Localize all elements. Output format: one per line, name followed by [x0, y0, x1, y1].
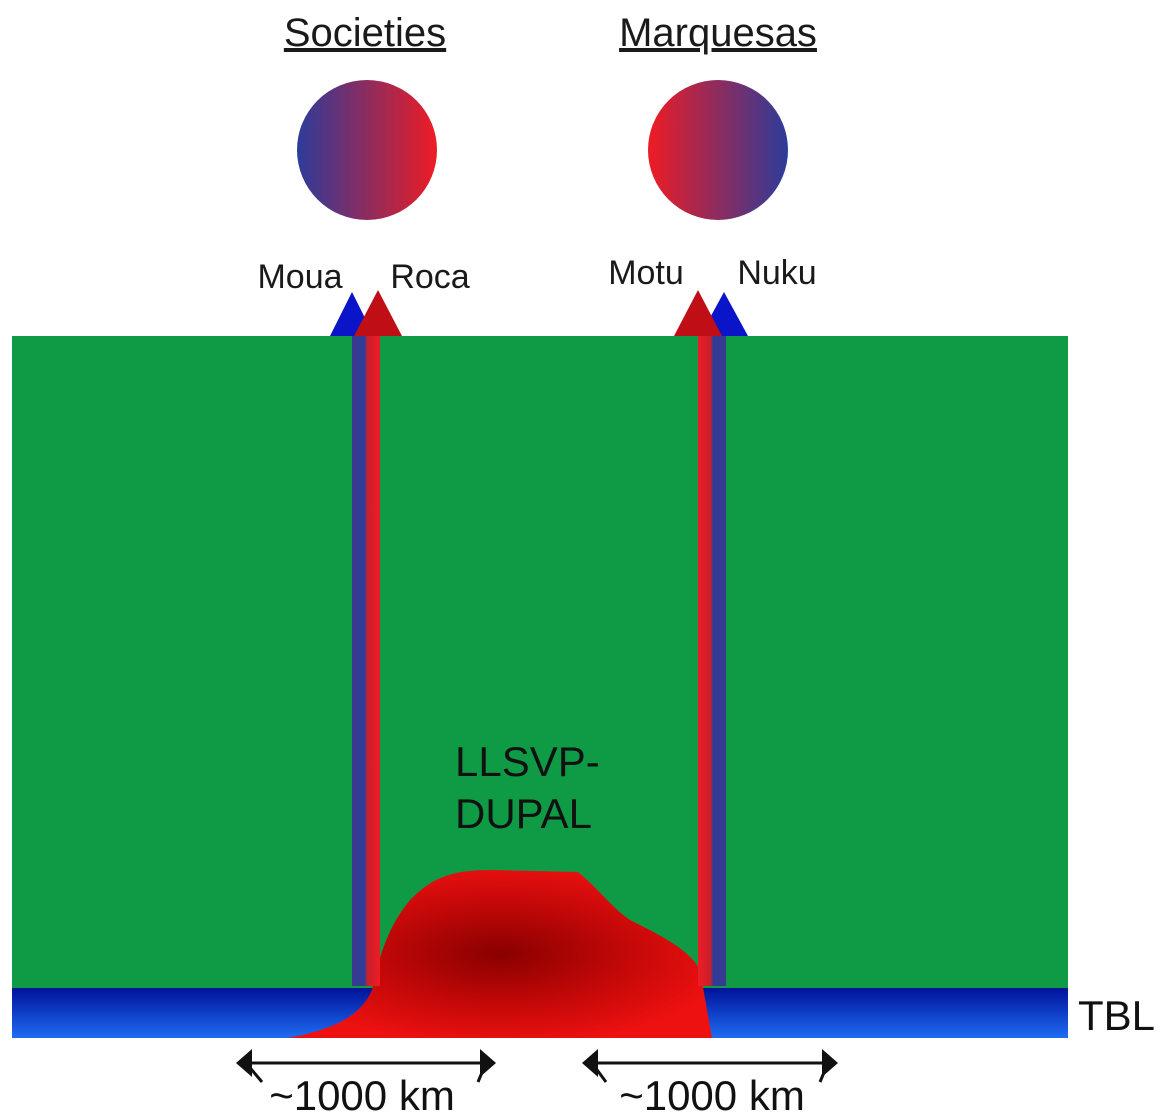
societies-title: Societies: [284, 11, 446, 55]
llsvp-pile: [288, 870, 712, 1038]
roca-label: Roca: [390, 258, 469, 296]
marquesas-plume-stem: [698, 336, 726, 986]
distance-arrow-left: [236, 1049, 496, 1083]
llsvp-label-line1: LLSVP-: [455, 738, 600, 785]
distance-label-right: ~1000 km: [619, 1072, 805, 1114]
marquesas-title: Marquesas: [619, 11, 817, 55]
moua-label: Moua: [257, 258, 342, 296]
llsvp-label-line2: DUPAL: [455, 790, 592, 837]
societies-composition-circle: [297, 80, 437, 220]
motu-volcano-icon: [674, 290, 722, 336]
societies-plume-stem: [352, 336, 380, 986]
distance-arrow-right: [582, 1049, 838, 1083]
distance-label-left: ~1000 km: [269, 1072, 455, 1114]
roca-volcano-icon: [354, 290, 402, 336]
marquesas-composition-circle: [648, 80, 788, 220]
nuku-label: Nuku: [737, 254, 816, 292]
motu-label: Motu: [608, 254, 684, 292]
tbl-label: TBL: [1078, 992, 1155, 1039]
